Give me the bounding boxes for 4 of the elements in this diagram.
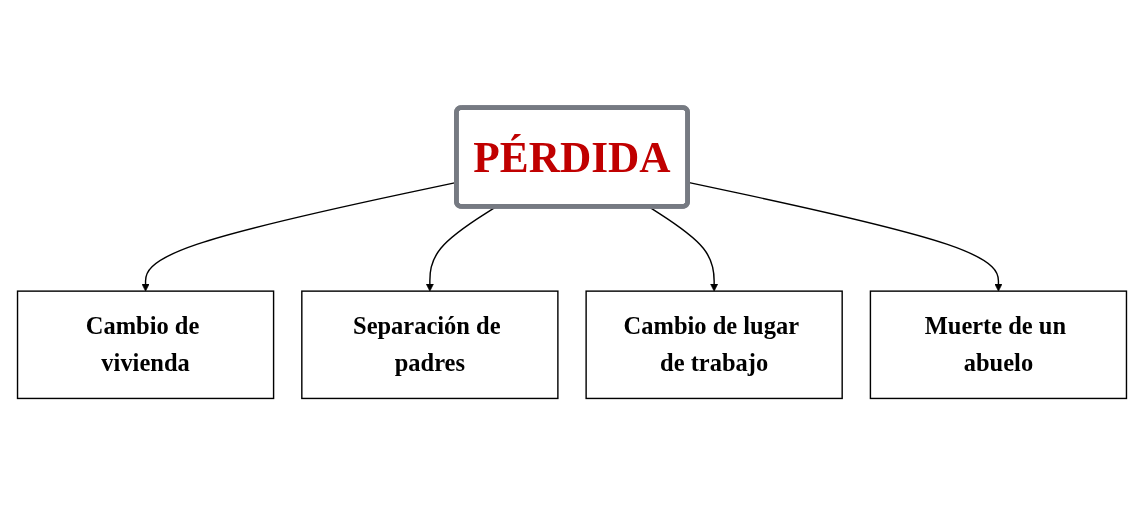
node-box: Separación de padres — [301, 290, 559, 400]
node-box: Muerte de un abuelo — [869, 290, 1128, 400]
node-box: Cambio de lugar de trabajo — [585, 290, 843, 400]
node-box: Cambio de vivienda — [16, 290, 275, 400]
